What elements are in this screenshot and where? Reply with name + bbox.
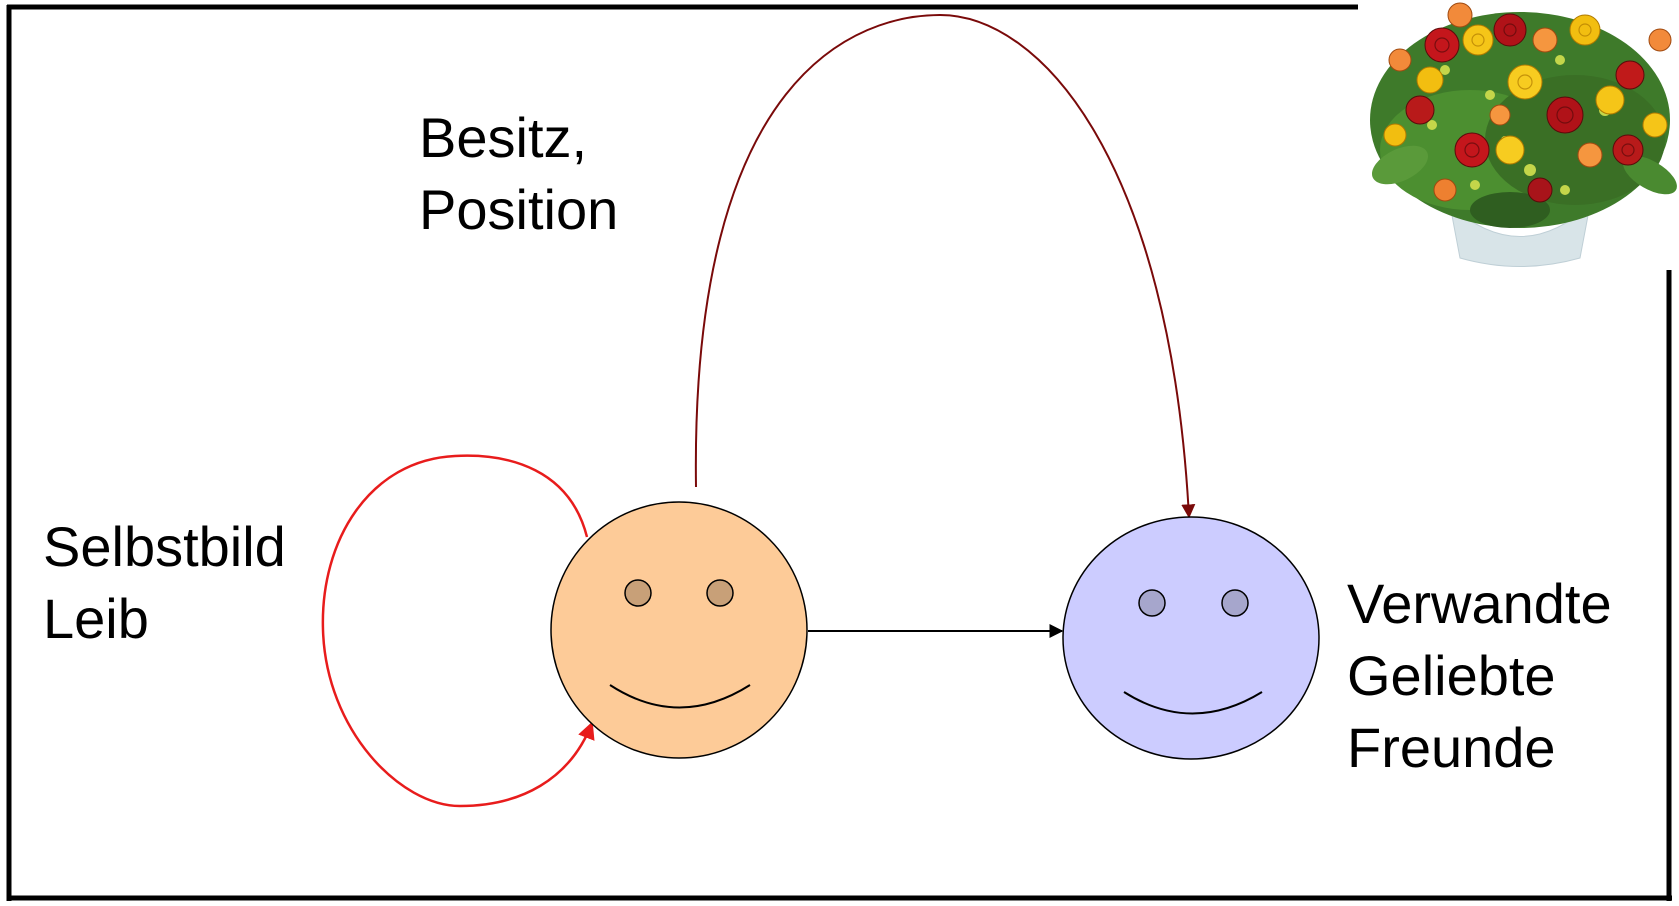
self-loop-arrow <box>321 454 595 808</box>
label-others-line-3: Freunde <box>1347 716 1556 779</box>
label-others-line-2: Geliebte <box>1347 644 1556 707</box>
label-self: Selbstbild Leib <box>43 511 286 655</box>
self-face-circle <box>550 501 808 759</box>
other-smile <box>1123 691 1263 715</box>
label-possession-line-2: Position <box>419 178 619 241</box>
label-self-line-2: Leib <box>43 587 149 650</box>
other-smiley-face <box>1062 516 1320 760</box>
other-face-circle <box>1062 516 1320 760</box>
other-right-eye <box>1221 589 1249 617</box>
label-possession-line-1: Besitz, <box>419 106 588 169</box>
self-smile <box>609 684 751 709</box>
other-left-eye <box>1138 589 1166 617</box>
label-self-line-1: Selbstbild <box>43 515 286 578</box>
self-smiley-face <box>550 501 808 759</box>
self-right-eye <box>706 579 734 607</box>
frame <box>6 4 1672 901</box>
label-others-line-1: Verwandte <box>1347 572 1612 635</box>
label-possession: Besitz, Position <box>419 102 618 246</box>
label-others: Verwandte Geliebte Freunde <box>1347 568 1612 784</box>
flower-bouquet-image <box>1360 0 1679 268</box>
self-left-eye <box>624 579 652 607</box>
possession-arrow <box>694 13 1196 519</box>
